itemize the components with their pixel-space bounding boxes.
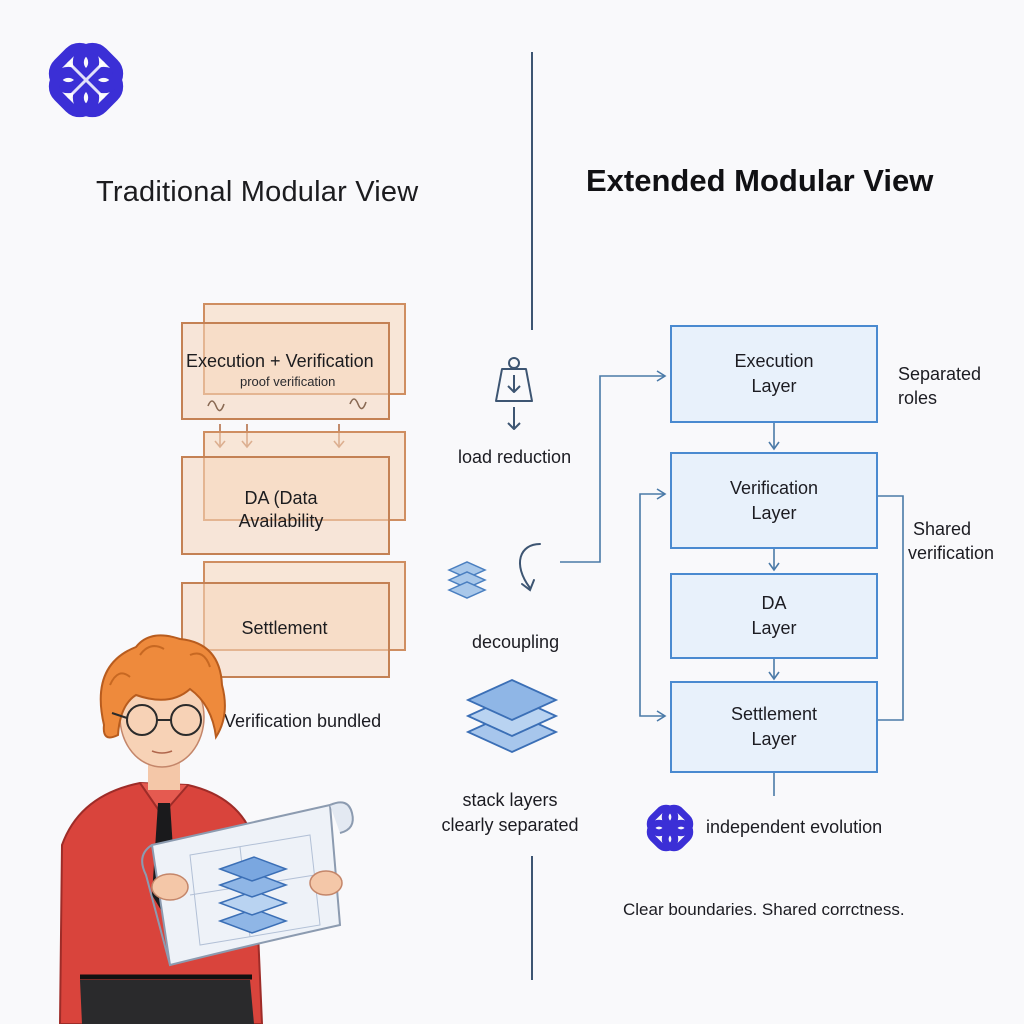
execution-layer-line2: Layer (751, 376, 797, 396)
curved-arrow-icon (519, 543, 541, 592)
settlement-label: Settlement (241, 618, 328, 638)
small-layers-icon (447, 561, 487, 599)
squiggle-marks-icon (207, 398, 367, 412)
stack-layers-label-line2: clearly separated (441, 815, 579, 835)
settlement-layer-line1: Settlement (730, 704, 818, 724)
da-label-line2: Availability (238, 511, 324, 531)
stacked-layers-icon (465, 679, 559, 753)
separated-roles-line2: roles (898, 388, 938, 408)
proof-verification-label: proof verification (240, 374, 336, 389)
tagline: Clear boundaries. Shared corrctness. (623, 900, 905, 919)
settlement-layer-line2: Layer (751, 729, 797, 749)
da-label-line1: DA (Data (244, 488, 318, 508)
shared-verification-line1: Shared (913, 519, 972, 539)
verification-layer-line1: Verification (729, 477, 819, 498)
settlement-layer-box: Settlement Layer (670, 681, 878, 773)
da-layer-box: DA Layer (670, 573, 878, 659)
shared-verification-line2: verification (908, 543, 995, 563)
execution-layer-line1: Execution (734, 351, 814, 371)
center-divider-top (531, 52, 533, 330)
exec-verification-label: Execution + Verification (186, 351, 374, 371)
stack-layers-label-line1: stack layers (462, 790, 558, 810)
execution-layer-box: Execution Layer (670, 325, 878, 423)
independent-evolution-label: independent evolution (706, 817, 883, 837)
independent-evolution-logo-icon (646, 804, 694, 852)
brand-logo-icon (48, 42, 124, 118)
verification-bundled-caption: Verification bundled (224, 711, 382, 731)
decoupling-label: decoupling (472, 632, 560, 652)
exec-verification-card (181, 322, 390, 420)
load-reduction-label: load reduction (458, 447, 572, 467)
weight-down-icon (495, 357, 533, 430)
separated-roles-line1: Separated (898, 364, 982, 384)
center-divider-bottom (531, 856, 533, 980)
da-card (181, 456, 390, 555)
character-illustration (58, 634, 354, 1024)
extended-view-title: Extended Modular View (586, 163, 934, 198)
da-layer-line2: Layer (751, 618, 797, 638)
verification-layer-line2: Layer (751, 502, 797, 523)
da-layer-line1: DA (761, 593, 787, 613)
traditional-view-title: Traditional Modular View (96, 176, 419, 208)
verification-layer-box: Verification Layer (670, 452, 878, 549)
